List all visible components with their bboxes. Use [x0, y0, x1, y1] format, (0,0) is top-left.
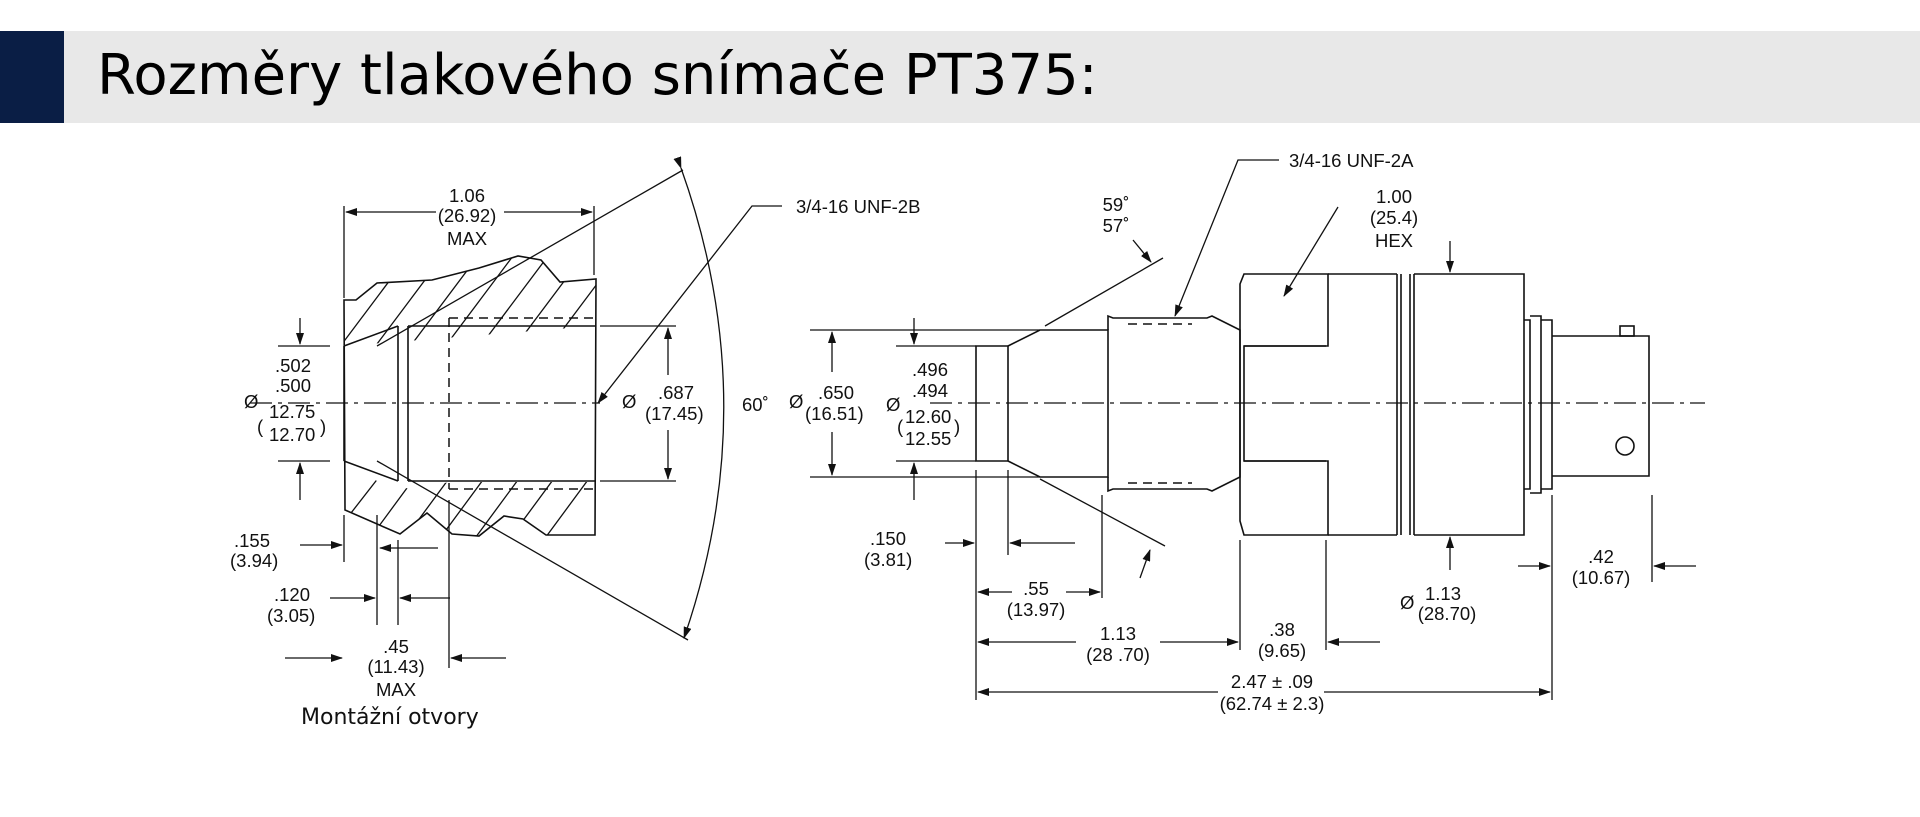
port-d45-max: MAX [376, 679, 416, 700]
sensor-dia650-mm: (16.51) [805, 403, 864, 424]
sensor-d113-mm: (28 .70) [1086, 644, 1150, 665]
sensor-d55-mm: (13.97) [1007, 599, 1066, 620]
port-width-mm: (26.92) [438, 205, 497, 226]
port-d120-in: .120 [274, 584, 310, 605]
sensor-tip-mm-max: 12.60 [905, 406, 951, 427]
sensor-total-in: 2.47 ± .09 [1231, 671, 1313, 692]
sensor-body-dia-mm: (28.70) [1418, 603, 1477, 624]
sensor-d55-in: .55 [1023, 578, 1049, 599]
sensor-total-mm: (62.74 ± 2.3) [1220, 693, 1325, 714]
sensor-angle-min: 57˚ [1103, 215, 1130, 236]
connector-pin [1619, 325, 1635, 337]
sensor-angle-max: 59˚ [1103, 194, 1130, 215]
sensor-hex-label: HEX [1375, 230, 1413, 251]
sensor-tip-in-max: .496 [912, 359, 948, 380]
connector-hole [1615, 436, 1635, 456]
title-bar [0, 31, 1920, 123]
sensor-grooves [1396, 274, 1415, 535]
port-bore-dia-symbol: Ø [244, 391, 258, 412]
sensor-d42-in: .42 [1588, 546, 1614, 567]
page-title: Rozměry tlakového snímače PT375: [97, 43, 1098, 108]
port-width-in: 1.06 [449, 185, 485, 206]
port-outline [343, 255, 597, 537]
sensor-d113-in: 1.13 [1100, 623, 1136, 644]
sensor-d38-in: .38 [1269, 619, 1295, 640]
sensor-dia650-in: .650 [818, 382, 854, 403]
sensor-flange [1524, 315, 1553, 494]
sensor-thread-label: 3/4-16 UNF-2A [1289, 150, 1414, 171]
port-width-max: MAX [447, 228, 487, 249]
port-bore-mm-min: 12.70 [269, 424, 315, 445]
port-bore-in-max: .502 [275, 355, 311, 376]
sensor-d38-mm: (9.65) [1258, 640, 1306, 661]
sensor-d150-mm: (3.81) [864, 549, 912, 570]
title-accent-block [0, 31, 64, 123]
sensor-drawing [810, 159, 1705, 700]
port-thread-dia-mm: (17.45) [645, 403, 704, 424]
sensor-dia650-symbol: Ø [789, 391, 803, 412]
sensor-tip-paren-open: ( [897, 416, 904, 437]
sensor-d42-mm: (10.67) [1572, 567, 1631, 588]
port-d155-in: .155 [234, 530, 270, 551]
port-hatch-top [344, 256, 596, 346]
port-bore-paren-open: ( [257, 416, 264, 437]
port-d120-mm: (3.05) [267, 605, 315, 626]
sensor-body-dia-in: 1.13 [1425, 583, 1461, 604]
port-thread-dia-symbol: Ø [622, 391, 636, 412]
port-d45-in: .45 [383, 636, 409, 657]
sensor-tip-mm-min: 12.55 [905, 428, 951, 449]
sensor-body-dia-symbol: Ø [1400, 592, 1414, 613]
port-bore-in-min: .500 [275, 375, 311, 396]
mounting-holes-caption: Montážní otvory [301, 705, 479, 730]
sensor-tip-paren-close: ) [954, 416, 960, 437]
sensor-body [1414, 273, 1525, 536]
port-d45-mm: (11.43) [367, 656, 424, 677]
sensor-dimension-labels: 3/4-16 UNF-2A 1.00 (25.4) HEX 59˚ 57˚ Ø … [789, 150, 1630, 714]
port-dimension-labels: 1.06 (26.92) MAX 3/4-16 UNF-2B Ø .502 .5… [230, 185, 920, 700]
port-angle: 60˚ [742, 394, 769, 415]
port-thread-label: 3/4-16 UNF-2B [796, 196, 920, 217]
port-bore-mm-max: 12.75 [269, 401, 315, 422]
sensor-hex-in: 1.00 [1376, 186, 1412, 207]
sensor-cone [1007, 329, 1109, 478]
sensor-tip-in-min: .494 [912, 380, 948, 401]
sensor-hex [1239, 273, 1329, 536]
sensor-connector [1552, 335, 1650, 477]
sensor-hex-mm: (25.4) [1370, 207, 1418, 228]
port-d155-mm: (3.94) [230, 550, 278, 571]
sensor-tip-dia-symbol: Ø [886, 394, 900, 415]
sensor-d150-in: .150 [870, 528, 906, 549]
port-hatch-bottom [345, 461, 595, 536]
port-bore-paren-close: ) [320, 416, 326, 437]
port-thread-dia-in: .687 [658, 382, 694, 403]
